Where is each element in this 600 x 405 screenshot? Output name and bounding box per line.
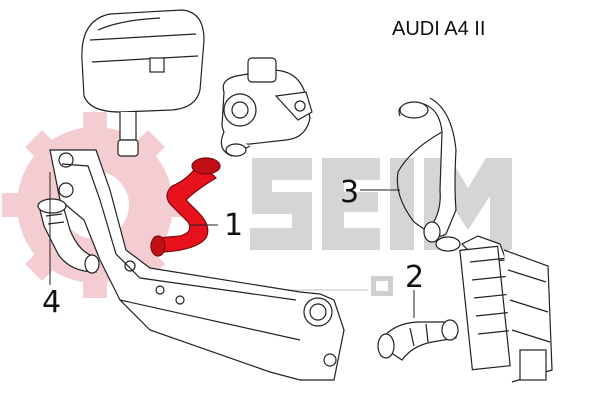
watermark-brand-lettering xyxy=(250,158,512,250)
pipe-bracket-assembly xyxy=(49,149,345,381)
hose-part-4 xyxy=(37,198,100,274)
callout-label-1: 1 xyxy=(224,208,244,243)
callout-label-2: 2 xyxy=(405,260,425,295)
leader-lines xyxy=(49,172,415,318)
intercooler xyxy=(435,235,553,383)
vehicle-model-title: AUDI A4 II xyxy=(392,18,486,40)
hose-part-2 xyxy=(377,319,459,361)
turbocharger xyxy=(220,57,313,157)
hose-part-3 xyxy=(396,97,457,243)
callout-label-3: 3 xyxy=(340,175,360,210)
coolant-reservoir xyxy=(81,9,205,157)
hose-part-1-highlighted xyxy=(150,157,221,257)
callout-label-4: 4 xyxy=(42,285,62,320)
